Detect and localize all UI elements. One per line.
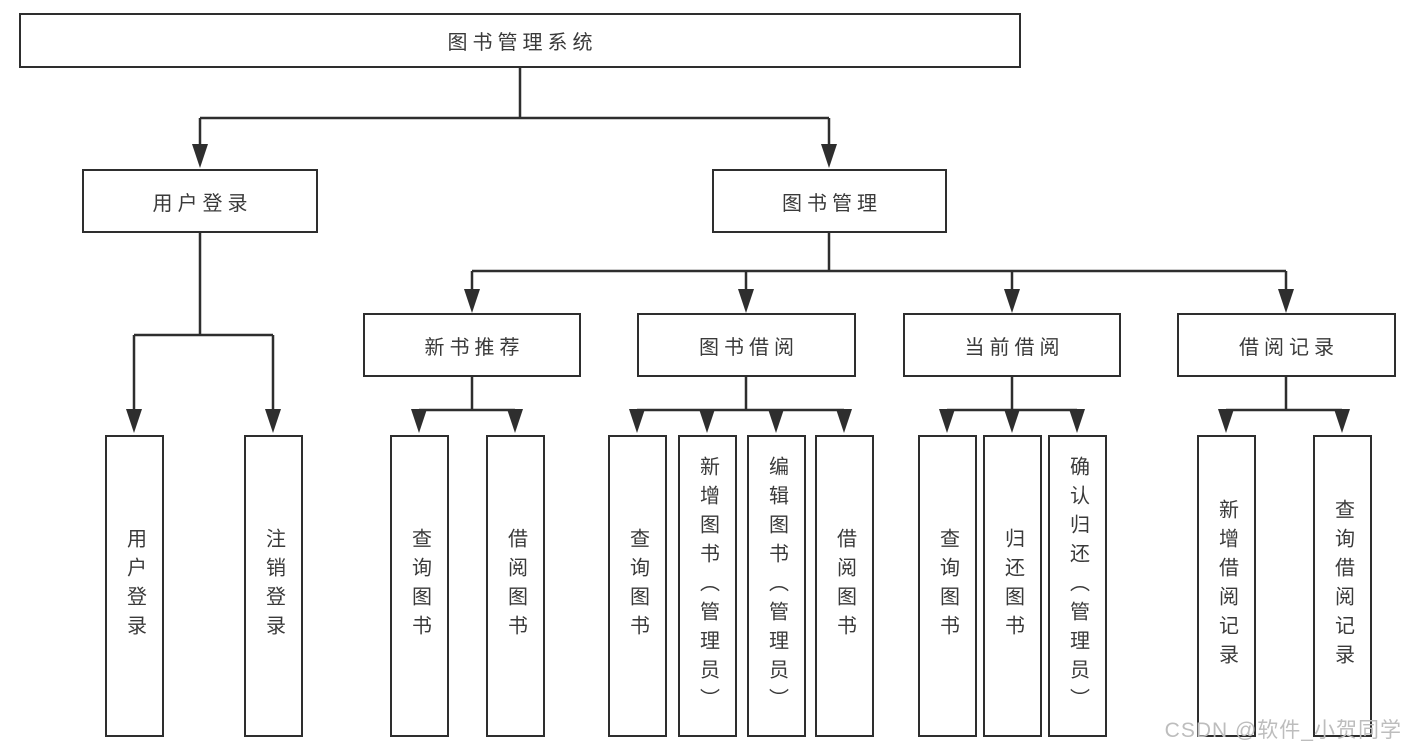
node-label: 查询借阅记录 — [1331, 499, 1354, 673]
node-label: 新增借阅记录 — [1215, 499, 1238, 673]
node-label: 借阅图书 — [504, 528, 527, 644]
node-label: 新书推荐 — [424, 336, 525, 359]
leaf-borrowing-borrow-books: 借阅图书 — [815, 435, 874, 737]
leaf-user-login: 用户登录 — [105, 435, 164, 737]
node-label: 当前借阅 — [964, 336, 1065, 359]
leaf-borrowing-query-books: 查询图书 — [608, 435, 667, 737]
node-library-management-system: 图书管理系统 — [19, 13, 1021, 68]
leaf-logout: 注销登录 — [244, 435, 303, 737]
node-user-login: 用户登录 — [82, 169, 318, 233]
node-label: 用户登录 — [152, 192, 253, 215]
leaf-current-confirm-return-admin: 确认归还（管理员） — [1048, 435, 1107, 737]
node-label: 确认归还（管理员） — [1066, 455, 1089, 717]
watermark-text: CSDN @软件_小贺同学 — [1164, 719, 1402, 742]
leaf-recommend-query-books: 查询图书 — [390, 435, 449, 737]
node-label: 借阅图书 — [833, 528, 856, 644]
node-label: 编辑图书（管理员） — [765, 455, 788, 717]
node-label: 查询图书 — [626, 528, 649, 644]
node-label: 归还图书 — [1001, 528, 1024, 644]
node-label: 图书管理 — [782, 192, 882, 215]
node-label: 查询图书 — [408, 528, 431, 644]
node-borrowing-records: 借阅记录 — [1177, 313, 1396, 377]
leaf-borrowing-edit-books-admin: 编辑图书（管理员） — [747, 435, 806, 737]
node-label: 注销登录 — [262, 528, 285, 644]
leaf-recommend-borrow-books: 借阅图书 — [486, 435, 545, 737]
node-label: 查询图书 — [936, 528, 959, 644]
node-current-borrowing: 当前借阅 — [903, 313, 1121, 377]
node-new-book-recommendation: 新书推荐 — [363, 313, 581, 377]
node-label: 新增图书（管理员） — [696, 455, 719, 717]
node-book-management: 图书管理 — [712, 169, 947, 233]
leaf-records-query-record: 查询借阅记录 — [1313, 435, 1372, 737]
leaf-current-return-books: 归还图书 — [983, 435, 1042, 737]
leaf-records-add-record: 新增借阅记录 — [1197, 435, 1256, 737]
node-book-borrowing: 图书借阅 — [637, 313, 856, 377]
leaf-current-query-books: 查询图书 — [918, 435, 977, 737]
node-label: 借阅记录 — [1239, 336, 1339, 359]
node-label: 图书借阅 — [699, 336, 799, 359]
node-label: 图书管理系统 — [447, 32, 598, 54]
node-label: 用户登录 — [123, 528, 146, 644]
leaf-borrowing-add-books-admin: 新增图书（管理员） — [678, 435, 737, 737]
